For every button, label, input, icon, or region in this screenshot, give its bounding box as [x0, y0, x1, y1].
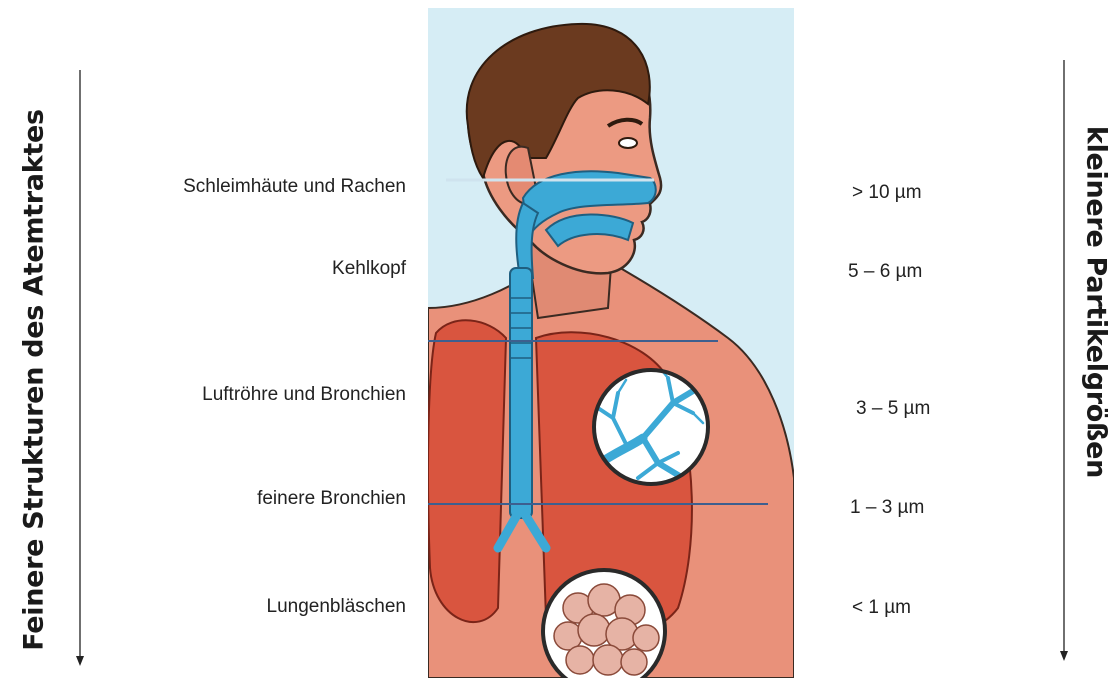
structure-label-fine-bronchi: feinere Bronchien — [257, 488, 406, 510]
particle-size-larynx: 5 – 6 µm — [848, 261, 922, 283]
right-lung — [428, 320, 506, 622]
particle-size-alveoli: < 1 µm — [852, 597, 911, 619]
eye — [619, 138, 637, 148]
right-down-arrow — [1054, 55, 1074, 670]
structure-label-mucosa: Schleimhäute und Rachen — [183, 176, 406, 198]
particle-size-fine-bronchi: 1 – 3 µm — [850, 497, 924, 519]
bronchial-tree-magnifier — [593, 368, 708, 484]
particle-size-trachea: 3 – 5 µm — [856, 398, 930, 420]
right-axis-title: kleinere Partikelgrößen — [1081, 126, 1112, 478]
left-axis-title: Feinere Strukturen des Atemtraktes — [19, 109, 50, 651]
structure-label-alveoli: Lungenbläschen — [267, 596, 406, 618]
trachea — [510, 268, 532, 518]
respiratory-tract-illustration — [428, 8, 794, 678]
structure-label-larynx: Kehlkopf — [332, 258, 406, 280]
structure-label-trachea: Luftröhre und Bronchien — [202, 384, 406, 406]
left-down-arrow — [70, 60, 90, 670]
particle-size-mucosa: > 10 µm — [852, 182, 922, 204]
alveoli-magnifier — [543, 570, 665, 678]
